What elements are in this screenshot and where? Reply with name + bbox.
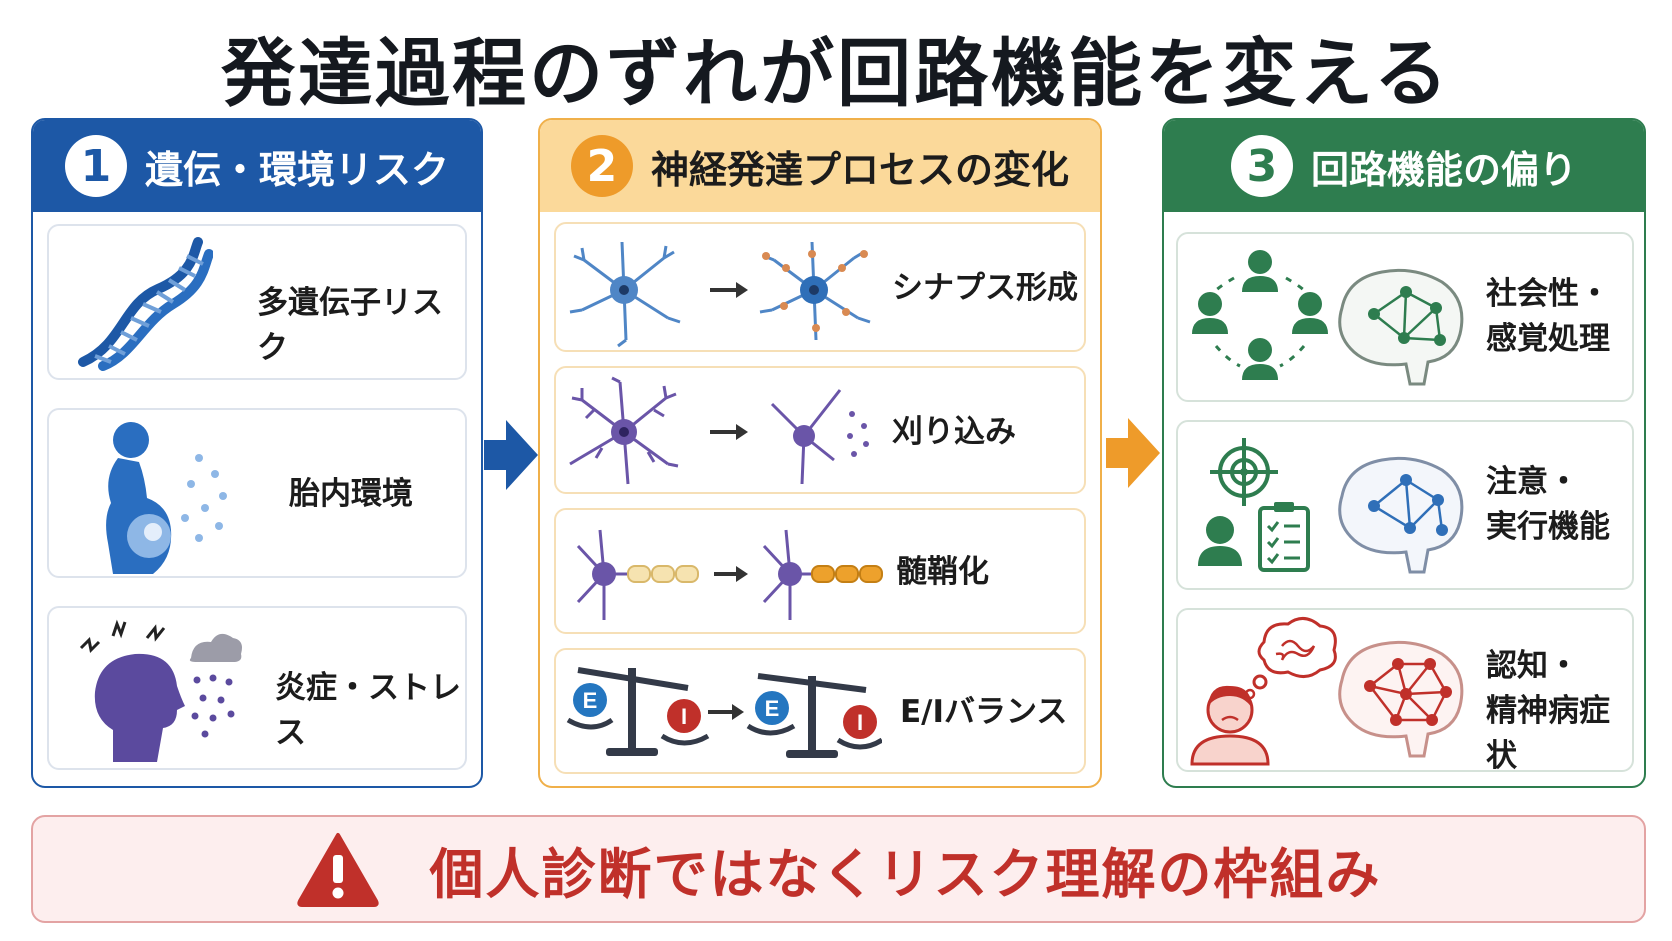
card-synapse-formation: シナプス形成 xyxy=(554,222,1086,352)
social-network-brain-icon xyxy=(1192,250,1464,386)
card-inflammation-stress: 炎症・ストレス xyxy=(47,606,467,770)
column-title: 遺伝・環境リスク xyxy=(144,147,449,192)
balance-scale-icon: E I E I xyxy=(566,667,882,758)
thought-bubble-brain-icon xyxy=(1190,617,1464,766)
card-myelination: 髄鞘化 xyxy=(554,508,1086,634)
card-cognitive-psychotic: 認知・ 精神病症状 xyxy=(1176,608,1634,774)
card-pruning: 刈り込み xyxy=(554,366,1086,494)
step-number-badge: 3 xyxy=(1230,135,1293,197)
neuron-pruning-icon xyxy=(569,376,869,485)
column-header: 2 神経発達プロセスの変化 xyxy=(540,120,1100,212)
disclaimer-banner: 個人診断ではなくリスク理解の枠組み xyxy=(31,815,1646,923)
neuron-synapse-icon xyxy=(569,241,871,348)
column-circuit-function-bias: 3 回路機能の偏り 社会性・ 感覚処理 xyxy=(1162,118,1646,788)
card-ei-balance: E I E I E/Iバランス xyxy=(554,648,1086,774)
inhibition-symbol: I xyxy=(857,710,863,735)
card-label-line-1: 認知・ xyxy=(1486,648,1579,684)
card-label: 刈り込み xyxy=(892,414,1016,450)
column-header: 1 遺伝・環境リスク xyxy=(33,120,481,212)
inhibition-symbol: I xyxy=(681,704,687,729)
arrow-right-icon xyxy=(484,420,538,490)
excitation-symbol: E xyxy=(765,696,780,721)
card-label: 髄鞘化 xyxy=(896,554,989,590)
myelination-icon xyxy=(576,529,883,620)
card-label: 炎症・ストレス xyxy=(275,670,461,751)
column-genetic-environmental-risk: 1 遺伝・環境リスク 多遺伝子リスク xyxy=(31,118,483,788)
column-title: 回路機能の偏り xyxy=(1310,147,1577,192)
card-label: E/Iバランス xyxy=(900,694,1068,730)
card-label-line-1: 社会性・ xyxy=(1486,276,1610,312)
card-label: 多遺伝子リスク xyxy=(257,285,443,366)
card-label-line-2: 感覚処理 xyxy=(1486,320,1610,357)
step-number-badge: 2 xyxy=(570,135,633,197)
excitation-symbol: E xyxy=(583,688,598,713)
banner-text: 個人診断ではなくリスク理解の枠組み xyxy=(429,842,1382,906)
warning-icon xyxy=(296,833,379,907)
card-social-sensory: 社会性・ 感覚処理 xyxy=(1176,232,1634,402)
card-label: 注意・ 実行機能 xyxy=(1486,460,1610,550)
card-prenatal-environment: 胎内環境 xyxy=(47,408,467,578)
card-label-line-1: 注意・ xyxy=(1486,464,1579,500)
target-checklist-brain-icon xyxy=(1198,438,1464,574)
card-attention-executive: 注意・ 実行機能 xyxy=(1176,420,1634,590)
card-label: シナプス形成 xyxy=(892,270,1078,306)
card-label: 胎内環境 xyxy=(289,476,413,512)
card-polygenic-risk: 多遺伝子リスク xyxy=(47,224,467,380)
pregnant-woman-icon xyxy=(106,422,227,574)
column-title: 神経発達プロセスの変化 xyxy=(650,147,1069,192)
page-title: 発達過程のずれが回路機能を変える xyxy=(221,31,1451,117)
card-label-line-2: 実行機能 xyxy=(1486,508,1610,545)
stressed-head-icon xyxy=(79,619,242,762)
dna-icon xyxy=(78,237,213,371)
arrow-right-icon xyxy=(1106,418,1160,488)
step-number-badge: 1 xyxy=(64,135,127,197)
column-header: 3 回路機能の偏り xyxy=(1164,120,1644,212)
card-label-line-2: 精神病症状 xyxy=(1486,692,1610,774)
card-label: 認知・ 精神病症状 xyxy=(1486,644,1632,779)
card-label: 社会性・ 感覚処理 xyxy=(1486,272,1610,362)
column-neurodevelopmental-process: 2 神経発達プロセスの変化 シナプス形成 xyxy=(538,118,1102,788)
